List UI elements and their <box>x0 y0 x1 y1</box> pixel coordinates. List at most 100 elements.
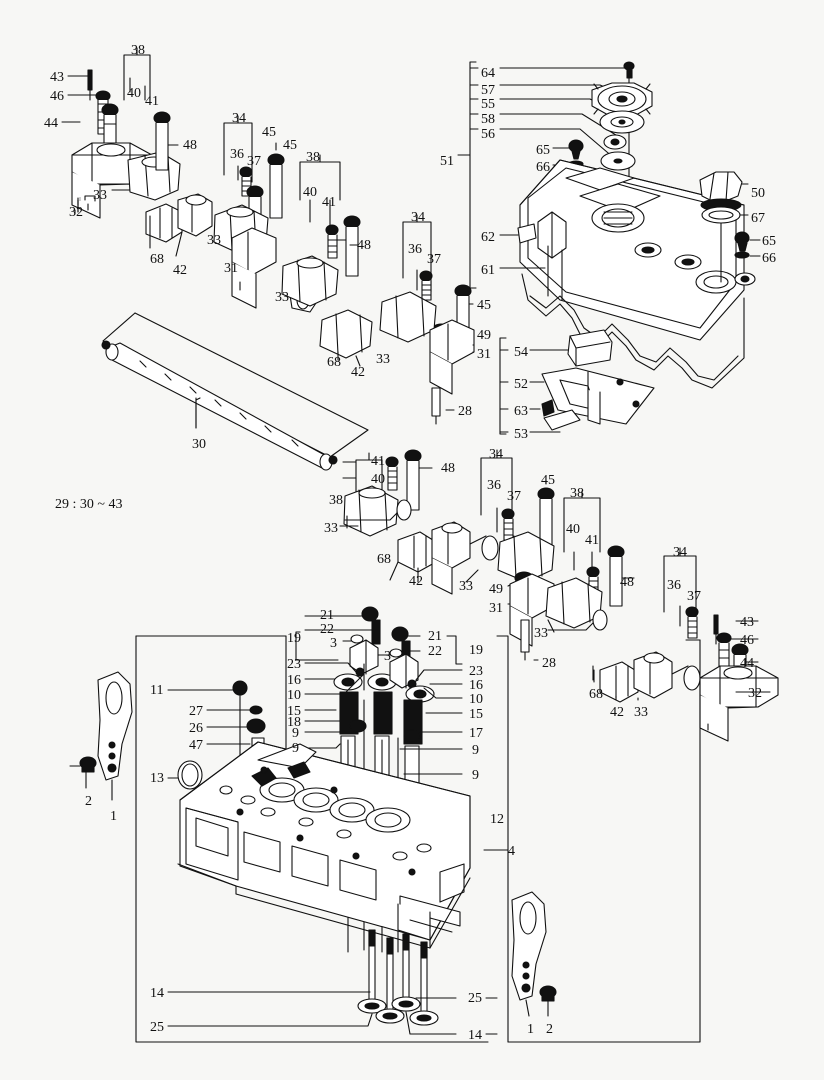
callout-16: 16 <box>287 673 301 688</box>
callout-2b: 2 <box>546 1022 553 1037</box>
callout-9c: 9 <box>472 743 479 758</box>
callout-42d: 42 <box>610 705 624 720</box>
callout-68d: 68 <box>589 687 603 702</box>
callout-31b: 31 <box>477 347 491 362</box>
callout-34: 34 <box>232 111 246 126</box>
callout-57: 57 <box>481 83 495 98</box>
callout-9d: 9 <box>472 768 479 783</box>
callout-19: 19 <box>287 631 301 646</box>
callout-48b: 48 <box>357 238 371 253</box>
callout-22: 22 <box>320 622 334 637</box>
callout-25b: 25 <box>468 991 482 1006</box>
callout-45c: 45 <box>477 298 491 313</box>
callout-9b: 9 <box>292 741 299 756</box>
callout-48c: 48 <box>441 461 455 476</box>
callout-21: 21 <box>320 608 334 623</box>
callout-27: 27 <box>189 704 203 719</box>
callout-68b: 68 <box>327 355 341 370</box>
callout-33d: 33 <box>376 352 390 367</box>
callout-37c: 37 <box>507 489 521 504</box>
callout-22b: 22 <box>428 644 442 659</box>
callout-25a: 25 <box>150 1020 164 1035</box>
callout-66: 66 <box>536 160 550 175</box>
callout-17: 17 <box>469 726 483 741</box>
callout-19b: 19 <box>469 643 483 658</box>
callout-33f: 33 <box>459 579 473 594</box>
callout-68: 68 <box>150 252 164 267</box>
callout-65: 65 <box>536 143 550 158</box>
callout-34d: 34 <box>673 545 687 560</box>
callout-23: 23 <box>287 657 301 672</box>
callout-64: 64 <box>481 66 495 81</box>
callout-62: 62 <box>481 230 495 245</box>
callout-9a: 9 <box>292 726 299 741</box>
callout-46b: 46 <box>740 633 754 648</box>
callout-42b: 42 <box>351 365 365 380</box>
callout-30: 30 <box>192 437 206 452</box>
callout-2a: 2 <box>85 794 92 809</box>
callout-40c: 40 <box>371 472 385 487</box>
callout-45d: 45 <box>541 473 555 488</box>
callout-66b: 66 <box>762 251 776 266</box>
callout-41b: 41 <box>322 195 336 210</box>
callout-23b: 23 <box>469 664 483 679</box>
callout-43: 43 <box>50 70 64 85</box>
callout-48: 48 <box>183 138 197 153</box>
callout-33g: 33 <box>534 626 548 641</box>
callout-40: 40 <box>127 86 141 101</box>
callout-32b: 32 <box>748 686 762 701</box>
callout-49: 49 <box>477 328 491 343</box>
callout-37d: 37 <box>687 589 701 604</box>
callout-1a: 1 <box>110 809 117 824</box>
callout-55: 55 <box>481 97 495 112</box>
callout-18: 18 <box>287 715 301 730</box>
callout-1b: 1 <box>527 1022 534 1037</box>
callout-51: 51 <box>440 154 454 169</box>
callout-44: 44 <box>44 116 58 131</box>
callout-52: 52 <box>514 377 528 392</box>
callout-12: 12 <box>490 812 504 827</box>
callout-4: 4 <box>508 844 515 859</box>
callout-38b: 38 <box>306 150 320 165</box>
callout-11: 11 <box>150 683 164 698</box>
callout-15b: 15 <box>469 707 483 722</box>
callout-33: 33 <box>93 188 107 203</box>
callout-28: 28 <box>458 404 472 419</box>
callout-31: 31 <box>224 261 238 276</box>
callout-38d: 38 <box>570 486 584 501</box>
callout-33h: 33 <box>634 705 648 720</box>
callout-21b: 21 <box>428 629 442 644</box>
callout-40d: 40 <box>566 522 580 537</box>
callout-31c: 31 <box>489 601 503 616</box>
callout-40b: 40 <box>303 185 317 200</box>
callout-36: 36 <box>230 147 244 162</box>
callout-34b: 34 <box>411 210 425 225</box>
callout-34c: 34 <box>489 447 503 462</box>
diagram-note: 29 : 30 ~ 43 <box>55 497 123 512</box>
callout-42c: 42 <box>409 574 423 589</box>
callout-33b: 33 <box>207 233 221 248</box>
callout-16b: 16 <box>469 678 483 693</box>
callout-36b: 36 <box>408 242 422 257</box>
callout-41d: 41 <box>585 533 599 548</box>
callout-61: 61 <box>481 263 495 278</box>
callout-3b: 3 <box>384 649 391 664</box>
callout-10: 10 <box>287 688 301 703</box>
callout-46: 46 <box>50 89 64 104</box>
callout-26: 26 <box>189 721 203 736</box>
callout-3: 3 <box>330 636 337 651</box>
callout-44b: 44 <box>740 656 754 671</box>
callout-33e: 33 <box>324 521 338 536</box>
callout-49b: 49 <box>489 582 503 597</box>
callout-67: 67 <box>751 211 765 226</box>
callout-65b: 65 <box>762 234 776 249</box>
callout-45: 45 <box>262 125 276 140</box>
callout-41c: 41 <box>371 454 385 469</box>
callout-45b: 45 <box>283 138 297 153</box>
callout-37: 37 <box>247 154 261 169</box>
callout-38c: 38 <box>329 493 343 508</box>
callout-50: 50 <box>751 186 765 201</box>
callout-42: 42 <box>173 263 187 278</box>
